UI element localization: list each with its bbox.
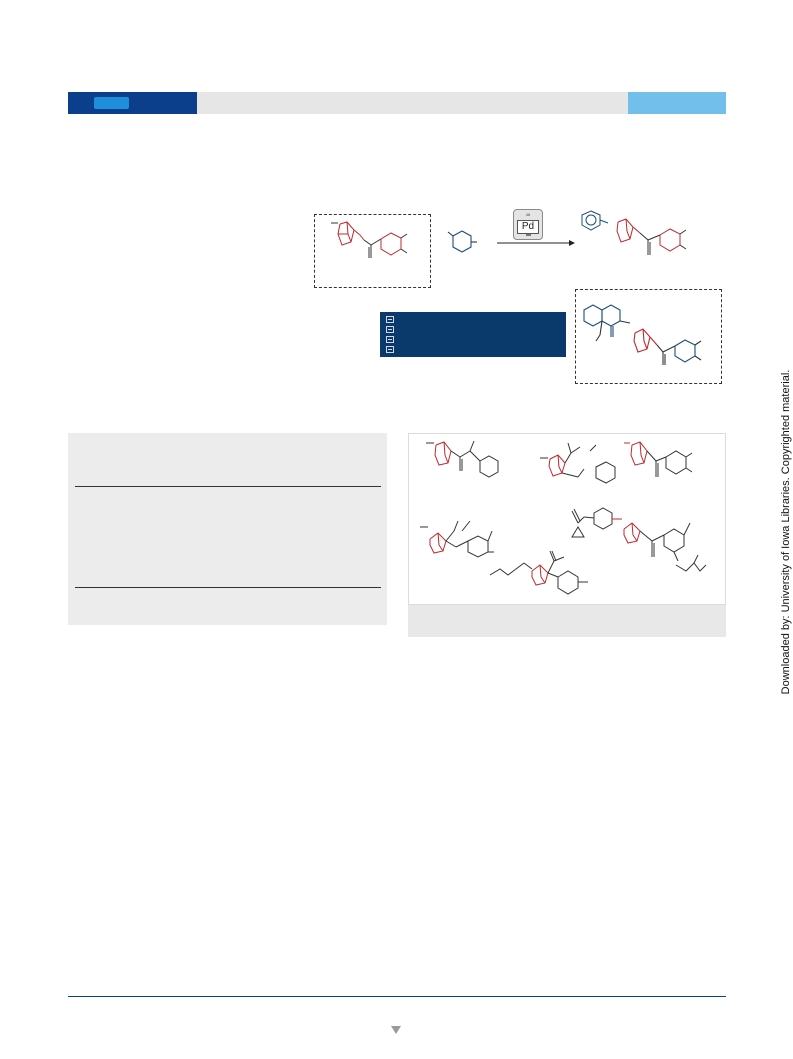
product-structure	[581, 210, 687, 255]
figure-caption-band	[408, 605, 726, 637]
header-band-gray	[197, 92, 628, 114]
palladium-element-icon: 46 Pd	[513, 209, 543, 240]
featured-product-box	[575, 289, 722, 384]
substrate-scope-figure	[408, 433, 726, 605]
substrate-scope-structures	[420, 440, 707, 595]
featured-product-structure	[583, 304, 702, 365]
element-symbol: Pd	[517, 220, 539, 234]
list-bullet-icon	[386, 326, 394, 333]
list-bullet-icon	[386, 316, 394, 323]
header-band-light	[628, 92, 726, 114]
table-rule	[75, 587, 381, 588]
header-band-dark	[68, 92, 197, 114]
starting-material-structure	[331, 221, 408, 258]
atomic-mass-mark	[526, 234, 531, 236]
table-rule	[75, 486, 381, 487]
watermark-text: Downloaded by: University of Iowa Librar…	[780, 369, 792, 695]
download-watermark: Downloaded by: University of Iowa Librar…	[771, 370, 793, 695]
list-bullet-icon	[386, 336, 394, 343]
atomic-number: 46	[525, 212, 531, 217]
starting-material-box	[314, 214, 431, 288]
data-table	[68, 433, 387, 625]
footer-rule	[68, 996, 726, 997]
reaction-arrow-icon	[497, 240, 575, 246]
aryl-partner-structure	[447, 230, 477, 253]
section-badge	[94, 97, 129, 109]
list-bullet-icon	[386, 346, 394, 353]
conditions-list-panel	[380, 312, 566, 357]
page-down-arrow-icon[interactable]	[391, 1026, 401, 1034]
